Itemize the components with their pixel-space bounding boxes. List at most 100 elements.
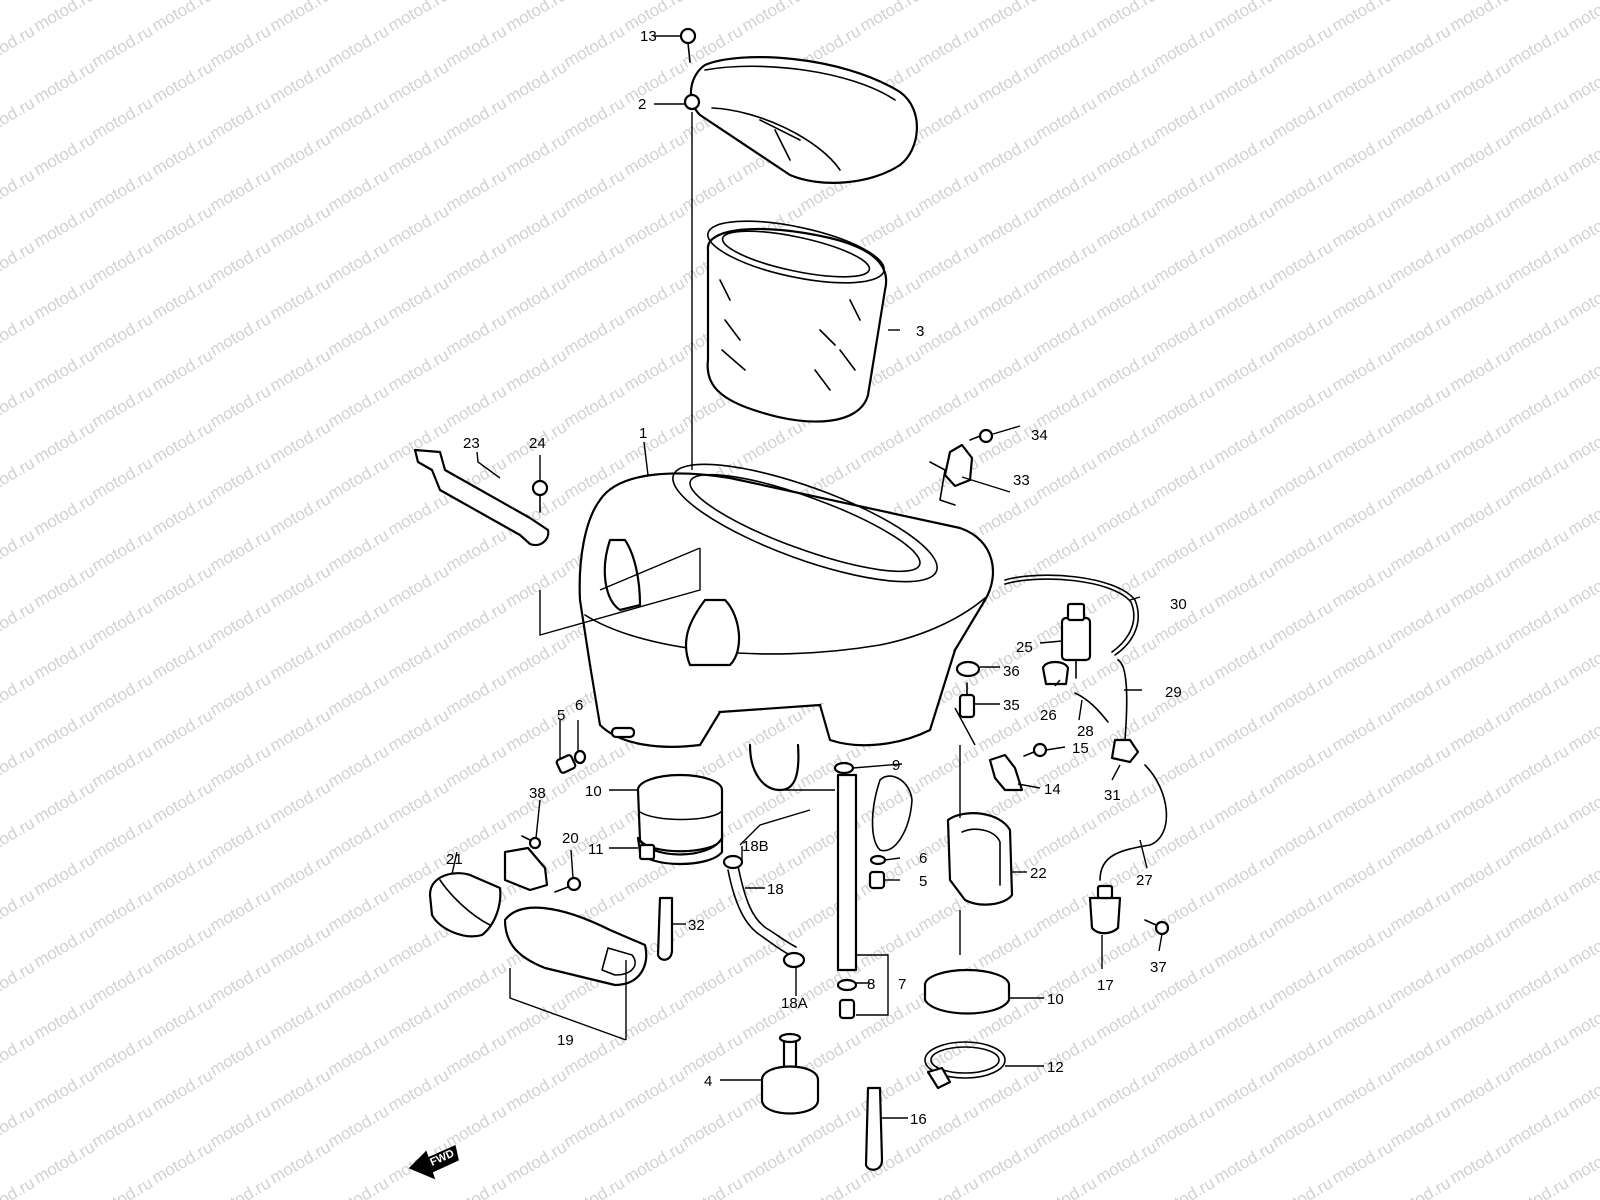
- watermark-text: motod.ru: [1387, 525, 1455, 575]
- watermark-text: motod.ru: [1329, 705, 1397, 755]
- watermark-text: motod.ru: [149, 993, 217, 1043]
- watermark-text: motod.ru: [1565, 489, 1600, 539]
- watermark-text: motod.ru: [503, 0, 571, 35]
- callout-35: 35: [1003, 697, 1020, 714]
- watermark-text: motod.ru: [31, 273, 99, 323]
- clip-18b: [722, 854, 744, 870]
- watermark-text: motod.ru: [1151, 21, 1219, 71]
- watermark-text: motod.ru: [561, 309, 629, 359]
- watermark-text: motod.ru: [1093, 417, 1161, 467]
- watermark-text: motod.ru: [679, 1029, 747, 1079]
- watermark-text: motod.ru: [1151, 669, 1219, 719]
- watermark-text: motod.ru: [207, 165, 275, 215]
- watermark-text: motod.ru: [385, 57, 453, 107]
- bracket-14: [988, 753, 1024, 792]
- watermark-text: motod.ru: [561, 21, 629, 71]
- watermark-text: motod.ru: [443, 525, 511, 575]
- watermark-text: motod.ru: [1151, 741, 1219, 791]
- watermark-text: motod.ru: [31, 1065, 99, 1115]
- watermark-text: motod.ru: [1211, 489, 1279, 539]
- watermark-text: motod.ru: [325, 93, 393, 143]
- watermark-text: motod.ru: [89, 1029, 157, 1079]
- watermark-text: motod.ru: [561, 93, 629, 143]
- callout-5-right: 5: [919, 873, 927, 890]
- watermark-text: motod.ru: [267, 345, 335, 395]
- watermark-text: motod.ru: [1151, 237, 1219, 287]
- watermark-text: motod.ru: [621, 993, 689, 1043]
- watermark-text: motod.ru: [149, 273, 217, 323]
- watermark-text: motod.ru: [857, 921, 925, 971]
- watermark-text: motod.ru: [1447, 1137, 1515, 1187]
- watermark-text: motod.ru: [621, 1065, 689, 1115]
- watermark-text: motod.ru: [1447, 1065, 1515, 1115]
- watermark-text: motod.ru: [1565, 0, 1600, 35]
- watermark-text: motod.ru: [1269, 669, 1337, 719]
- watermark-text: motod.ru: [0, 741, 38, 791]
- watermark-text: motod.ru: [89, 453, 157, 503]
- watermark-text: motod.ru: [0, 597, 38, 647]
- watermark-text: motod.ru: [267, 0, 335, 35]
- watermark-text: motod.ru: [149, 921, 217, 971]
- callout-18b: 18B: [742, 838, 769, 855]
- watermark-text: motod.ru: [1211, 705, 1279, 755]
- callout-18a: 18A: [781, 995, 808, 1012]
- watermark-text: motod.ru: [149, 561, 217, 611]
- watermark-text: motod.ru: [975, 273, 1043, 323]
- watermark-text: motod.ru: [857, 777, 925, 827]
- watermark-text: motod.ru: [149, 849, 217, 899]
- watermark-text: motod.ru: [621, 201, 689, 251]
- watermark-text: motod.ru: [1447, 201, 1515, 251]
- callout-1: 1: [639, 425, 647, 442]
- watermark-text: motod.ru: [267, 417, 335, 467]
- watermark-text: motod.ru: [207, 309, 275, 359]
- clamp-12: [924, 1041, 1006, 1090]
- watermark-text: motod.ru: [1505, 525, 1573, 575]
- watermark-text: motod.ru: [443, 1101, 511, 1151]
- clip-8: [836, 978, 858, 992]
- watermark-text: motod.ru: [149, 705, 217, 755]
- watermark-text: motod.ru: [1033, 93, 1101, 143]
- plug-5-right: [868, 870, 886, 890]
- watermark-text: motod.ru: [1033, 1029, 1101, 1079]
- watermark-text: motod.ru: [797, 1173, 865, 1200]
- watermark-text: motod.ru: [0, 885, 38, 935]
- watermark-text: motod.ru: [31, 1137, 99, 1187]
- watermark-text: motod.ru: [739, 417, 807, 467]
- assembly-line-bracket: [539, 548, 701, 636]
- watermark-text: motod.ru: [325, 1173, 393, 1200]
- watermark-text: motod.ru: [385, 777, 453, 827]
- watermark-text: motod.ru: [1211, 129, 1279, 179]
- watermark-text: motod.ru: [31, 0, 99, 35]
- watermark-text: motod.ru: [207, 597, 275, 647]
- watermark-text: motod.ru: [149, 345, 217, 395]
- watermark-text: motod.ru: [207, 813, 275, 863]
- callout-15: 15: [1072, 740, 1089, 757]
- watermark-text: motod.ru: [1151, 381, 1219, 431]
- watermark-text: motod.ru: [207, 1101, 275, 1151]
- watermark-text: motod.ru: [0, 1101, 38, 1151]
- watermark-text: motod.ru: [975, 489, 1043, 539]
- bracket-7-leader: [856, 954, 889, 1016]
- watermark-text: motod.ru: [1565, 1065, 1600, 1115]
- watermark-text: motod.ru: [1565, 561, 1600, 611]
- watermark-text: motod.ru: [385, 345, 453, 395]
- hose-28: [1074, 692, 1109, 723]
- watermark-text: motod.ru: [267, 561, 335, 611]
- watermark-text: motod.ru: [31, 561, 99, 611]
- watermark-text: motod.ru: [1565, 849, 1600, 899]
- watermark-text: motod.ru: [325, 669, 393, 719]
- watermark-text: motod.ru: [1329, 0, 1397, 35]
- watermark-text: motod.ru: [1505, 237, 1573, 287]
- watermark-text: motod.ru: [1387, 957, 1455, 1007]
- watermark-text: motod.ru: [561, 237, 629, 287]
- watermark-text: motod.ru: [1211, 921, 1279, 971]
- watermark-text: motod.ru: [267, 273, 335, 323]
- watermark-text: motod.ru: [915, 1173, 983, 1200]
- watermark-text: motod.ru: [621, 345, 689, 395]
- watermark-text: motod.ru: [1211, 201, 1279, 251]
- watermark-text: motod.ru: [975, 921, 1043, 971]
- air-cleaner-case: [578, 463, 995, 792]
- watermark-text: motod.ru: [1505, 1101, 1573, 1151]
- watermark-text: motod.ru: [1033, 381, 1101, 431]
